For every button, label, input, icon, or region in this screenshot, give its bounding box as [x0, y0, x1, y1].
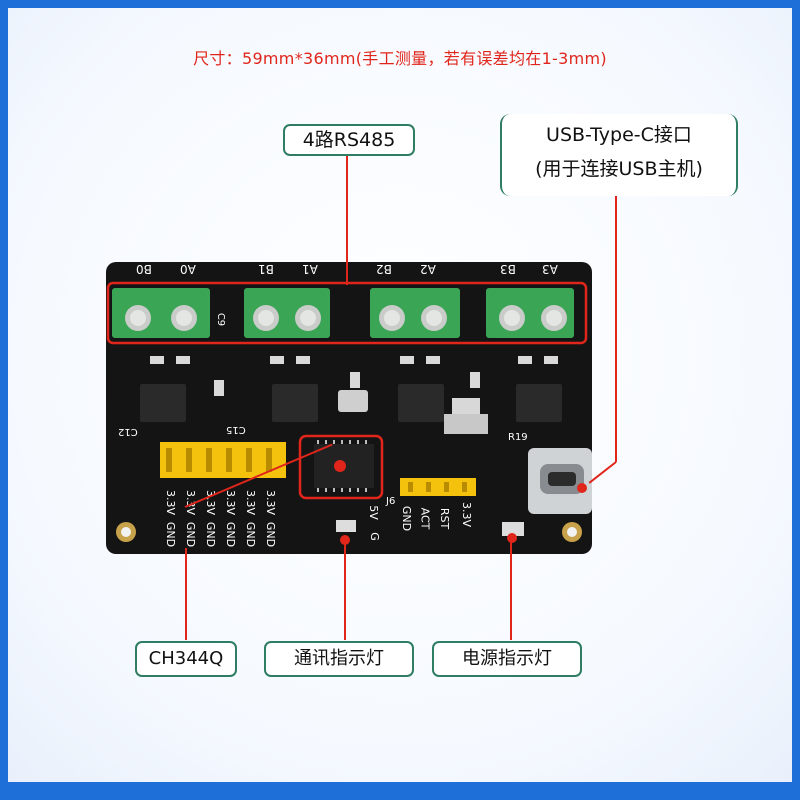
usb-callout-line1: USB-Type-C接口 [546, 124, 692, 146]
rs485-callout: 4路RS485 [283, 124, 415, 156]
silk-label: B1 [258, 262, 274, 276]
silk-rst: RST [438, 507, 452, 530]
chip-callout: CH344Q [135, 641, 237, 677]
usb-callout: USB-Type-C接口 (用于连接USB主机) [500, 114, 738, 196]
silk-3v3: 3.3V [224, 489, 238, 516]
silk-gnd: GND [164, 521, 178, 548]
comm-led-leader-line [344, 540, 346, 640]
regulator [452, 398, 480, 414]
silk-r19: R19 [508, 432, 528, 443]
silk-label: B0 [136, 262, 152, 276]
silk-c12: C12 [118, 426, 138, 437]
regulator-tab [444, 414, 488, 434]
power-led [502, 522, 524, 536]
silk-label: B2 [376, 262, 392, 276]
silk-label: A0 [180, 262, 196, 276]
terminal-block-1 [244, 288, 330, 338]
chip-leader-line-vertical [185, 548, 187, 640]
silk-gnd: GND [400, 505, 414, 532]
mounting-hole-center [121, 527, 131, 537]
middle-pin-header [400, 478, 476, 496]
smd-components [140, 384, 562, 422]
silk-gnd: GND [264, 521, 278, 548]
silk-label: B3 [500, 262, 516, 276]
usb-leader-line-vertical [615, 194, 617, 462]
silk-gnd: GND [184, 521, 198, 548]
silk-j6: J6 [386, 496, 396, 507]
silk-label: A2 [420, 262, 436, 276]
silk-gnd: GND [204, 521, 218, 548]
terminal-block-0 [112, 288, 210, 338]
crystal [338, 390, 368, 412]
silk-3v3: 3.3V [244, 489, 258, 516]
silk-gnd: GND [244, 521, 258, 548]
power-led-callout: 电源指示灯 [432, 641, 582, 677]
terminal-block-2 [370, 288, 460, 338]
silk-c15: C15 [226, 424, 246, 435]
silk-g: G [367, 532, 381, 541]
chip-highlight [298, 434, 384, 500]
silk-3v3: 3.3V [460, 501, 474, 528]
silk-act: ACT [418, 507, 432, 530]
usb-callout-line2: (用于连接USB主机) [535, 158, 703, 180]
silk-label: A1 [302, 262, 318, 276]
rs485-leader-line [346, 155, 348, 285]
silk-gnd: GND [224, 521, 238, 548]
comm-led [336, 520, 356, 532]
usb-pointer [577, 483, 587, 493]
usb-c-connector [528, 448, 592, 514]
power-led-pointer [507, 533, 517, 543]
silk-5v: 5V [366, 505, 380, 520]
resistors [150, 356, 558, 396]
silk-3v3: 3.3V [264, 489, 278, 516]
silk-3v3: 3.3V [164, 489, 178, 516]
silk-c9: C9 [215, 312, 227, 327]
ch344q-chip [314, 440, 374, 492]
terminal-block-3 [486, 288, 574, 338]
mounting-hole-center [567, 527, 577, 537]
comm-led-callout: 通讯指示灯 [264, 641, 414, 677]
dimensions-note: 尺寸：59mm*36mm(手工测量，若有误差均在1-3mm) [193, 49, 607, 68]
power-led-leader-line [510, 538, 512, 640]
silk-label: A3 [542, 262, 558, 276]
